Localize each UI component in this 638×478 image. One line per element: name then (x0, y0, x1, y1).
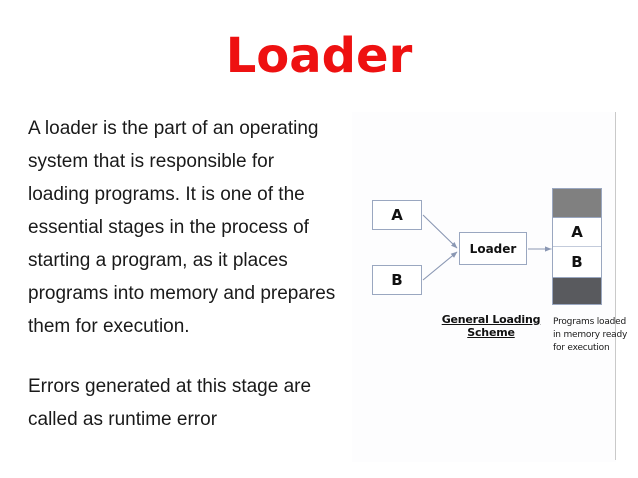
input-box-b: B (372, 265, 422, 295)
paragraph-definition: A loader is the part of an operating sys… (28, 118, 336, 337)
memory-cell-a: A (553, 217, 601, 247)
memory-cell-b: B (553, 247, 601, 277)
body-text-block: A loader is the part of an operating sys… (28, 112, 340, 436)
memory-stack: A B (552, 188, 602, 305)
page-title: Loader (225, 28, 413, 84)
memory-cell-occupied-top (553, 189, 601, 217)
input-box-a: A (372, 200, 422, 230)
paragraph-errors: Errors generated at this stage are calle… (28, 376, 312, 430)
memory-cell-occupied-bottom (553, 277, 601, 304)
caption-memory-line-2: in memory ready (553, 330, 628, 340)
diagram-caption-scheme: General Loading Scheme (441, 313, 541, 339)
caption-memory-line-3: for execution (553, 343, 610, 353)
diagram-caption-memory: Programs loaded in memory ready for exec… (553, 316, 628, 355)
loader-box: Loader (459, 232, 527, 265)
panel-divider-line (615, 112, 616, 460)
caption-memory-line-1: Programs loaded (553, 317, 627, 327)
